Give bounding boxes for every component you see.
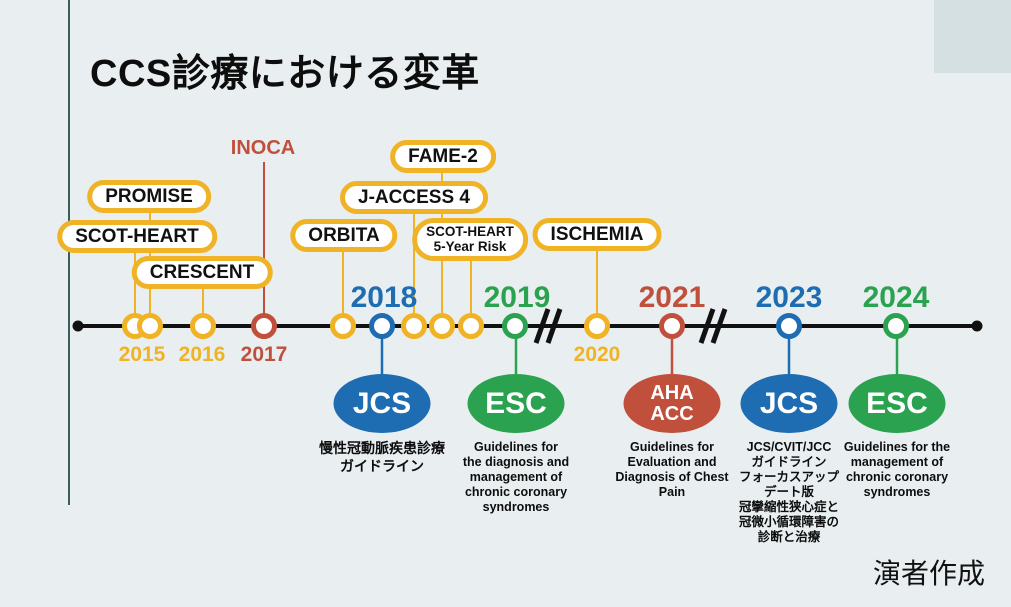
axis-break-mark <box>698 308 716 344</box>
page-title: CCS診療における変革 <box>90 53 480 95</box>
timeline-dot <box>137 313 163 339</box>
year-label-below: 2020 <box>573 343 621 366</box>
timeline-dot <box>369 313 395 339</box>
timeline-dot <box>401 313 427 339</box>
study-pill: CRESCENT <box>131 256 273 290</box>
inoca-label: INOCA <box>230 137 296 159</box>
timeline-dot <box>883 313 909 339</box>
study-pill: SCOT-HEART 5-Year Risk <box>412 218 528 262</box>
timeline-dot <box>659 313 685 339</box>
corner-accent-rect <box>934 0 1011 73</box>
guideline-org-label: AHA ACC <box>650 381 694 425</box>
guideline-ellipse: ESC <box>848 374 946 433</box>
year-label-below: 2016 <box>178 343 226 366</box>
timeline-dot <box>190 313 216 339</box>
year-label-above: 2018 <box>350 281 418 314</box>
timeline-dot <box>429 313 455 339</box>
guideline-org-label: JCS <box>352 386 412 420</box>
axis-break-mark <box>533 308 551 344</box>
guideline-description: Guidelines for the diagnosis and managem… <box>462 440 570 514</box>
guideline-org-label: JCS <box>759 386 819 420</box>
study-pill: ISCHEMIA <box>532 218 662 252</box>
study-pill: ORBITA <box>290 219 398 253</box>
timeline-dot <box>458 313 484 339</box>
timeline-dot <box>502 313 528 339</box>
timeline-dot <box>776 313 802 339</box>
credit-text: 演者作成 <box>872 558 985 589</box>
timeline-dot <box>330 313 356 339</box>
guideline-description: Guidelines for the management of chronic… <box>843 440 951 499</box>
study-pill: SCOT-HEART <box>57 220 217 254</box>
study-pill: PROMISE <box>87 180 211 214</box>
guideline-ellipse: ESC <box>467 374 565 433</box>
timeline-start-dot <box>72 320 84 332</box>
guideline-ellipse: AHA ACC <box>623 374 721 433</box>
axis-break-mark <box>545 308 563 344</box>
guideline-org-label: ESC <box>485 386 547 420</box>
study-pill: J-ACCESS 4 <box>340 181 488 215</box>
axis-break-mark <box>710 308 728 344</box>
guideline-org-label: ESC <box>866 386 928 420</box>
year-label-above: 2024 <box>862 281 930 314</box>
timeline-dot <box>584 313 610 339</box>
year-label-above: 2019 <box>483 281 551 314</box>
guideline-ellipse: JCS <box>740 374 838 433</box>
guideline-ellipse: JCS <box>333 374 431 433</box>
timeline-dot <box>251 313 277 339</box>
timeline-end-dot <box>971 320 983 332</box>
guideline-description: Guidelines for Evaluation and Diagnosis … <box>615 440 729 499</box>
year-label-below: 2015 <box>118 343 166 366</box>
study-pill: FAME-2 <box>390 140 496 174</box>
guideline-description: JCS/CVIT/JCC ガイドライン フォーカスアップ デート版 冠攣縮性狭心… <box>738 440 839 544</box>
year-label-below: 2017 <box>240 343 288 366</box>
year-label-above: 2023 <box>755 281 823 314</box>
year-label-above: 2021 <box>638 281 706 314</box>
guideline-description: 慢性冠動脈疾患診療 ガイドライン <box>319 440 445 474</box>
